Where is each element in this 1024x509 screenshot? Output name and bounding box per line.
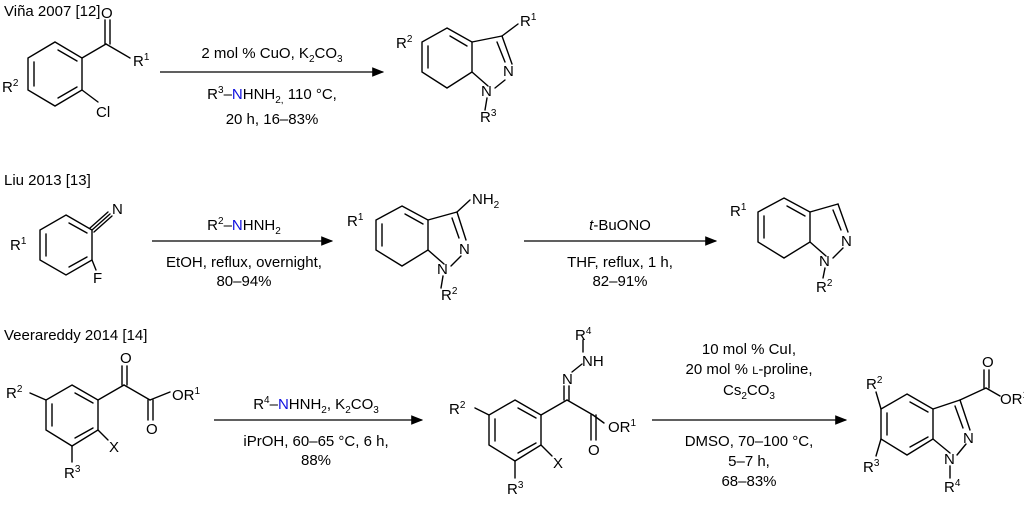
- svg-text:F: F: [93, 270, 102, 287]
- svg-text:O: O: [588, 442, 600, 459]
- scheme1-conditions: 2 mol % CuO, K2CO3 R3–NHNH2, 110 °C, 20 …: [201, 45, 343, 128]
- svg-text:R1: R1: [730, 202, 747, 220]
- svg-text:N: N: [112, 201, 123, 218]
- svg-text:68–83%: 68–83%: [721, 473, 776, 490]
- svg-text:N: N: [819, 253, 830, 270]
- svg-text:OR1: OR1: [608, 418, 637, 436]
- svg-text:20 mol % L-proline,: 20 mol % L-proline,: [685, 361, 812, 378]
- scheme1-starting-material: O R1 R2 Cl: [2, 5, 150, 121]
- svg-text:X: X: [553, 455, 563, 472]
- svg-text:N: N: [437, 261, 448, 278]
- svg-text:10 mol % CuI,: 10 mol % CuI,: [702, 341, 796, 358]
- svg-text:O: O: [146, 421, 158, 438]
- svg-text:R2: R2: [449, 400, 466, 418]
- svg-text:R2: R2: [2, 78, 19, 96]
- scheme2-conditions-2: t-BuONO THF, reflux, 1 h, 82–91%: [567, 217, 673, 290]
- svg-text:R2: R2: [816, 278, 833, 296]
- svg-text:R2–NHNH2: R2–NHNH2: [207, 216, 281, 237]
- svg-text:R3–NHNH2, 110 °C,: R3–NHNH2, 110 °C,: [207, 85, 337, 106]
- scheme1-title: Viña 2007 [12]: [4, 3, 100, 20]
- svg-text:80–94%: 80–94%: [216, 273, 271, 290]
- svg-text:NH: NH: [582, 353, 604, 370]
- svg-text:N: N: [963, 430, 974, 447]
- svg-text:THF, reflux, 1 h,: THF, reflux, 1 h,: [567, 254, 673, 271]
- svg-text:Cs2CO3: Cs2CO3: [723, 382, 775, 402]
- svg-text:R1: R1: [347, 212, 364, 230]
- svg-text:R1: R1: [520, 12, 537, 30]
- svg-text:R2: R2: [441, 286, 458, 304]
- svg-text:R2: R2: [866, 375, 883, 393]
- scheme3-intermediate: N NH R4 OR1 O R2 X R3: [449, 326, 637, 498]
- scheme3-title: Veerareddy 2014 [14]: [4, 327, 147, 344]
- scheme3-conditions-2: 10 mol % CuI, 20 mol % L-proline, Cs2CO3…: [685, 341, 814, 490]
- svg-text:iPrOH, 60–65 °C, 6 h,: iPrOH, 60–65 °C, 6 h,: [243, 433, 388, 450]
- scheme2-intermediate: NH2 R1 N N R2: [347, 191, 500, 304]
- svg-text:R3: R3: [480, 108, 497, 126]
- svg-text:R1: R1: [133, 52, 150, 70]
- svg-text:2 mol % CuO, K2CO3: 2 mol % CuO, K2CO3: [201, 45, 343, 65]
- svg-text:OR1: OR1: [1000, 390, 1024, 408]
- svg-text:R4: R4: [944, 478, 961, 496]
- scheme2-product: R1 N N R2: [730, 197, 852, 296]
- svg-text:O: O: [982, 354, 994, 371]
- scheme3-product: O OR1 R2 N N R3 R4: [863, 354, 1024, 496]
- svg-text:R3: R3: [507, 480, 524, 498]
- svg-text:N: N: [459, 241, 470, 258]
- scheme3-starting-material: O O OR1 R2 X R3: [6, 350, 201, 482]
- svg-text:88%: 88%: [301, 452, 331, 469]
- svg-text:R4: R4: [575, 326, 592, 344]
- svg-text:R3: R3: [64, 464, 81, 482]
- scheme2-conditions-1: R2–NHNH2 EtOH, reflux, overnight, 80–94%: [166, 216, 322, 290]
- svg-text:N: N: [841, 233, 852, 250]
- s1-oxygen: O: [101, 5, 113, 22]
- scheme1-product: R1 R2 N N R3: [396, 12, 537, 126]
- svg-text:N: N: [944, 451, 955, 468]
- svg-text:O: O: [120, 350, 132, 367]
- svg-text:5–7 h,: 5–7 h,: [728, 453, 770, 470]
- svg-text:DMSO, 70–100 °C,: DMSO, 70–100 °C,: [685, 433, 814, 450]
- svg-text:X: X: [109, 439, 119, 456]
- scheme2-starting-material: N R1 F: [10, 201, 123, 287]
- svg-text:t-BuONO: t-BuONO: [589, 217, 651, 234]
- s1-chlorine: Cl: [96, 104, 110, 121]
- svg-text:N: N: [503, 63, 514, 80]
- svg-text:N: N: [481, 83, 492, 100]
- scheme2-title: Liu 2013 [13]: [4, 172, 91, 189]
- svg-text:NH2: NH2: [472, 191, 500, 211]
- svg-text:N: N: [562, 371, 573, 388]
- svg-text:82–91%: 82–91%: [592, 273, 647, 290]
- svg-text:R2: R2: [396, 34, 413, 52]
- svg-text:OR1: OR1: [172, 386, 201, 404]
- svg-text:EtOH, reflux, overnight,: EtOH, reflux, overnight,: [166, 254, 322, 271]
- svg-text:20 h, 16–83%: 20 h, 16–83%: [226, 111, 319, 128]
- svg-text:R3: R3: [863, 458, 880, 476]
- svg-text:R1: R1: [10, 236, 27, 254]
- scheme3-conditions-1: R4–NHNH2, K2CO3 iPrOH, 60–65 °C, 6 h, 88…: [243, 395, 388, 469]
- svg-text:R2: R2: [6, 384, 23, 402]
- svg-text:R4–NHNH2, K2CO3: R4–NHNH2, K2CO3: [253, 395, 379, 416]
